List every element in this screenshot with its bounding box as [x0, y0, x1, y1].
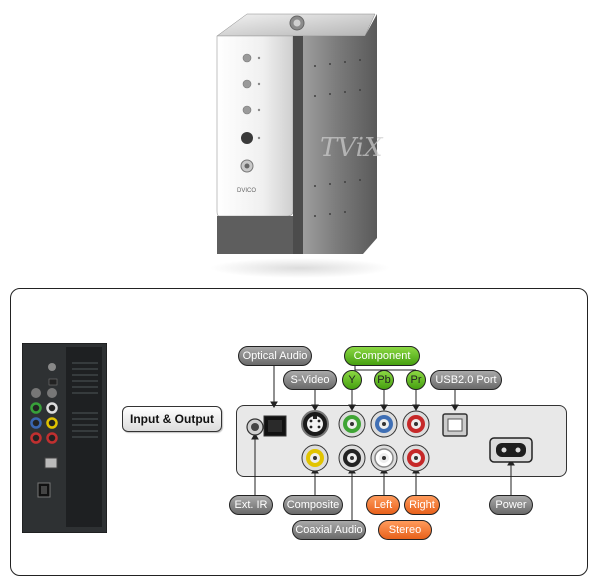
- label-left: Left: [366, 495, 400, 515]
- label-ext-ir: Ext. IR: [229, 495, 273, 515]
- label-composite: Composite: [283, 495, 343, 515]
- label-component: Component: [344, 346, 420, 366]
- label-y: Y: [342, 370, 362, 390]
- label-optical-audio: Optical Audio: [238, 346, 312, 366]
- label-pb: Pb: [374, 370, 394, 390]
- rear-panel-photo: [22, 343, 107, 533]
- label-usb-port: USB2.0 Port: [430, 370, 502, 390]
- label-s-video: S-Video: [283, 370, 337, 390]
- svg-text:TViX: TViX: [320, 133, 384, 163]
- label-pr: Pr: [406, 370, 426, 390]
- label-power: Power: [489, 495, 533, 515]
- input-output-title: Input & Output: [122, 406, 222, 432]
- label-stereo: Stereo: [378, 520, 432, 540]
- product-photo: TViX DVICO: [210, 13, 390, 278]
- svg-text:DVICO: DVICO: [237, 188, 256, 194]
- label-right: Right: [404, 495, 440, 515]
- label-coaxial-audio: Coaxial Audio: [292, 520, 366, 540]
